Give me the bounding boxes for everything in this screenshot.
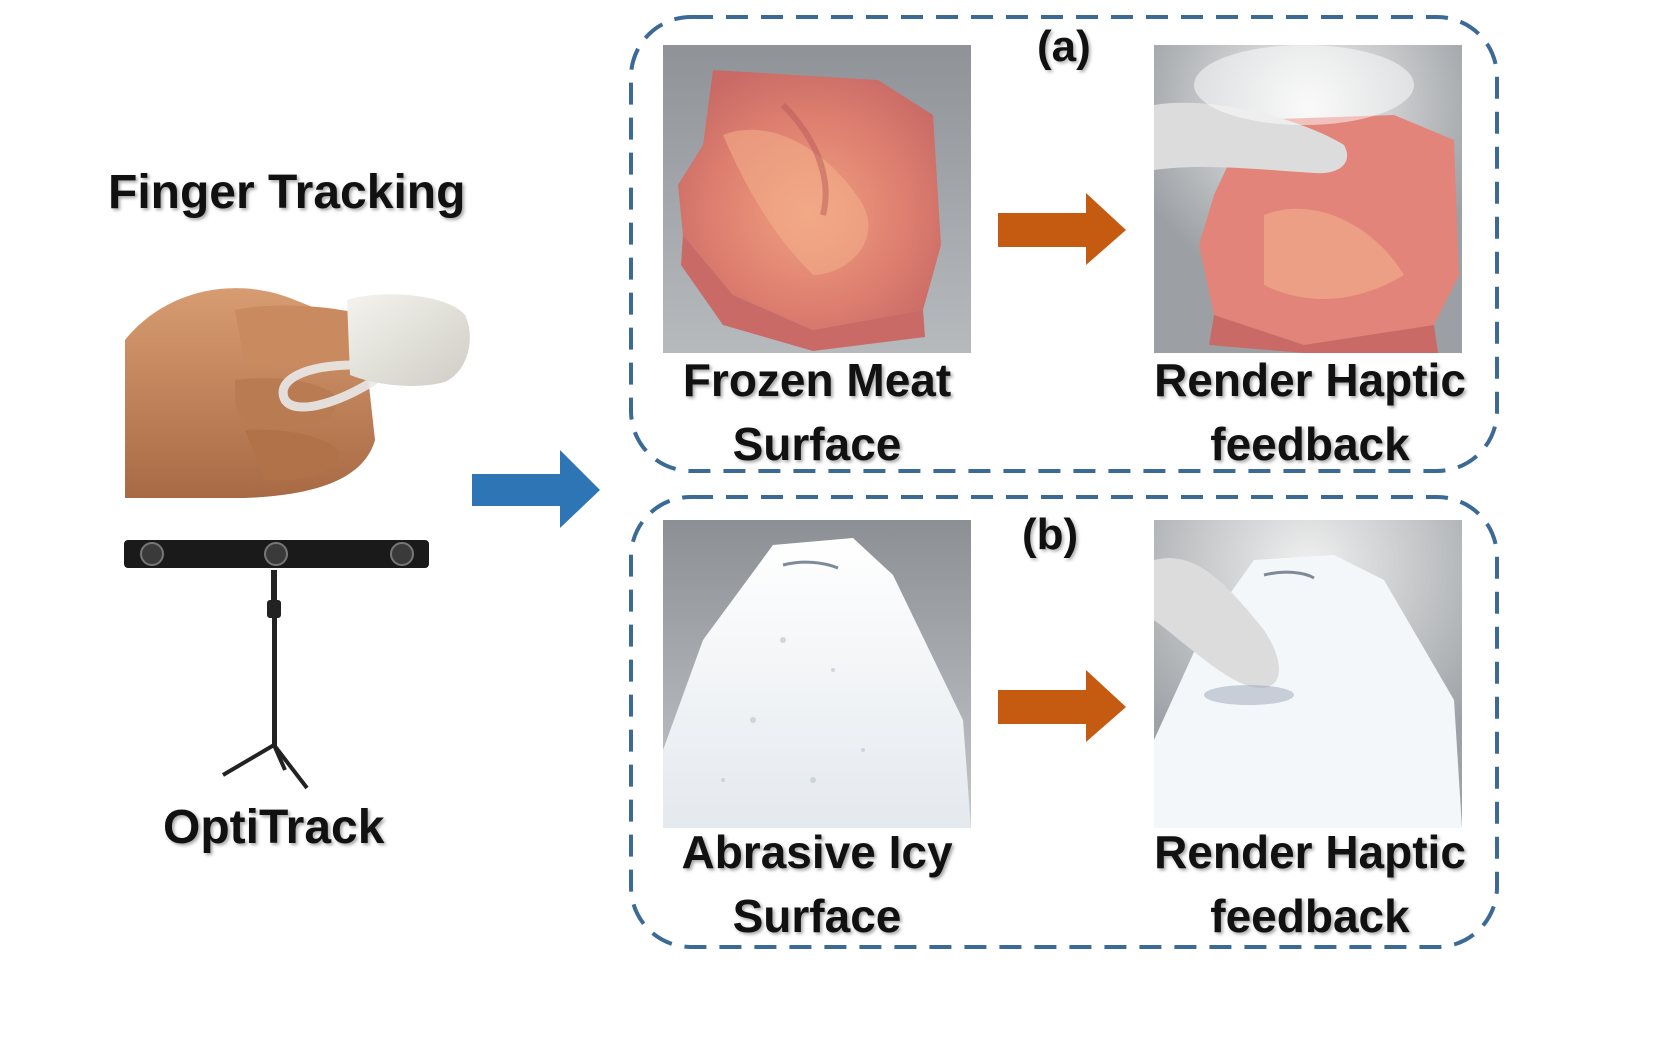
icy-surface-render [663,520,971,828]
panel-a-source-caption: Frozen Meat Surface [660,348,974,476]
finger-thimble-photo [125,270,485,500]
orange-arrow-icon [998,670,1128,744]
finger-model-icon [1154,102,1348,174]
optitrack-label: OptiTrack [163,801,385,854]
panel-a-label: (a) [1037,22,1091,71]
finger-tracking-title: Finger Tracking [108,166,466,219]
panel-b-source-caption: Abrasive Icy Surface [660,820,974,948]
orange-arrow-icon [998,193,1128,267]
caption-line: Render Haptic [1154,354,1466,406]
caption-line: Surface [732,418,902,470]
meat-haptic-render [1154,45,1462,353]
caption-line: Abrasive Icy [681,826,953,878]
caption-line: feedback [1210,890,1410,942]
tripod-icon [215,570,315,790]
optitrack-camera-bar-icon [124,536,429,572]
panel-a [628,14,1500,474]
caption-line: feedback [1210,418,1410,470]
panel-a-result-caption: Render Haptic feedback [1140,348,1480,476]
caption-line: Surface [732,890,902,942]
ice-haptic-render [1154,520,1462,828]
frozen-meat-render [663,45,971,353]
mist-icon [1194,45,1414,125]
caption-line: Frozen Meat [682,354,952,406]
blue-arrow-icon [472,450,602,530]
panel-b-result-caption: Render Haptic feedback [1140,820,1480,948]
caption-line: Render Haptic [1154,826,1466,878]
finger-model-icon [1154,558,1279,689]
panel-b-label: (b) [1022,510,1079,559]
